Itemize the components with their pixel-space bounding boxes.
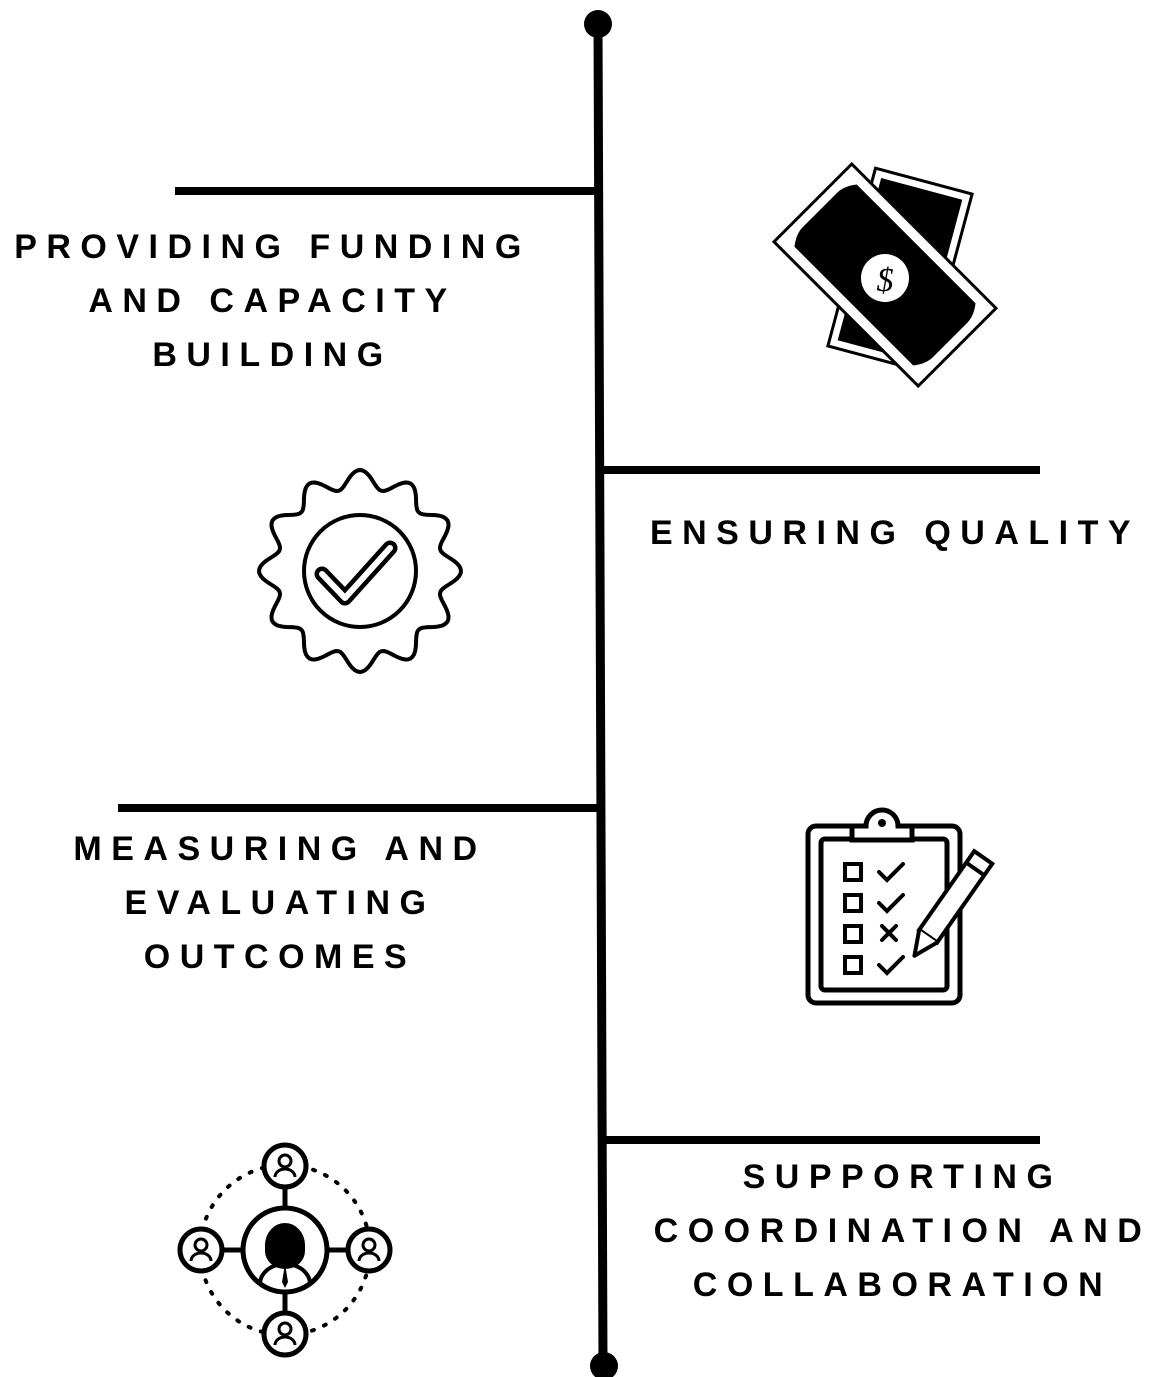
label-measuring-evaluating: MEASURING AND EVALUATING OUTCOMES [40,822,520,984]
label-line: COLLABORATION [692,1266,1113,1304]
timeline-start-dot [584,10,612,38]
label-line: COORDINATION AND [653,1212,1152,1250]
money-bills-icon: $ [771,161,999,389]
quality-badge-check-icon [257,468,463,674]
label-line: SUPPORTING [742,1158,1063,1196]
person-node-left [177,1226,225,1274]
person-node-bottom [261,1310,309,1358]
label-line: EVALUATING [124,884,436,922]
people-network-icon [177,1142,393,1358]
timeline-end-dot [590,1352,618,1377]
label-line: MEASURING AND [73,830,487,868]
label-line: OUTCOMES [143,938,417,976]
person-node-right [345,1226,393,1274]
label-providing-funding: PROVIDING FUNDING AND CAPACITY BUILDING [0,220,545,382]
label-line: ENSURING QUALITY [649,514,1141,552]
timeline-spine [593,23,608,1367]
label-ensuring-quality: ENSURING QUALITY [630,506,1160,560]
svg-text:$: $ [877,262,894,299]
label-supporting-coordination: SUPPORTING COORDINATION AND COLLABORATIO… [640,1150,1165,1312]
label-line: PROVIDING FUNDING [14,228,531,266]
person-node-top [261,1142,309,1190]
label-line: BUILDING [152,336,393,374]
clipboard-checklist-icon [805,807,996,1006]
label-line: AND CAPACITY [88,282,457,320]
